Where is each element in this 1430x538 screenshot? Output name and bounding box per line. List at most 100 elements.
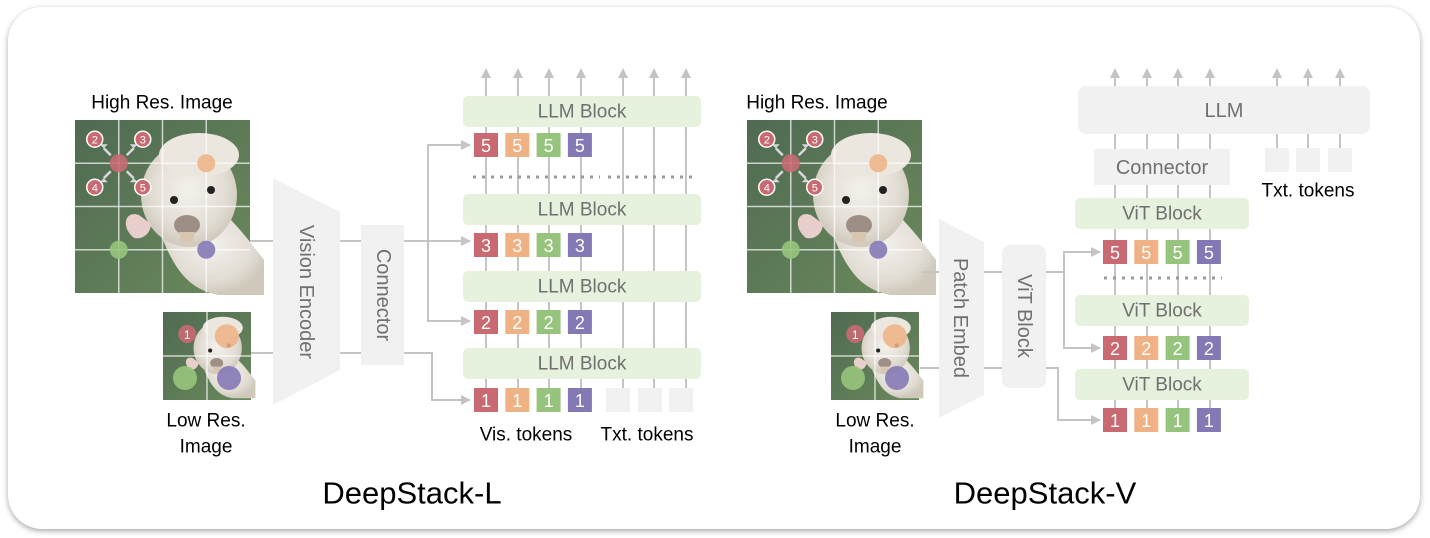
- vit-block-vertical: [1002, 245, 1046, 388]
- vis-token-green: [1165, 336, 1190, 360]
- llm-block-label: LLM Block: [538, 277, 627, 298]
- title-deepstack-v: DeepStack-V: [954, 476, 1137, 511]
- vis-token-green: [536, 233, 561, 257]
- vis-token-label: 1: [1173, 411, 1183, 431]
- patch-dot-orange: [869, 154, 888, 173]
- stride-badge-label: 5: [140, 182, 146, 194]
- vis-token-label: 3: [544, 236, 554, 256]
- vis-token-purple: [567, 233, 592, 257]
- vis-token-label: 5: [512, 136, 522, 156]
- vis-token-purple: [1196, 336, 1221, 360]
- llm-block-label: LLM Block: [538, 102, 627, 123]
- token-stream-line-head: [513, 68, 523, 78]
- llm-block: [463, 271, 701, 302]
- stride-badge: [806, 178, 824, 196]
- llm-label: LLM: [1205, 100, 1244, 122]
- stride-badge-label: 5: [812, 182, 818, 194]
- stride-arrow-head: [129, 144, 138, 149]
- vis-token-label: 5: [544, 136, 554, 156]
- vis-token-label: 5: [1204, 243, 1214, 263]
- vis-token-orange: [1134, 336, 1159, 360]
- llm-block: [463, 348, 701, 379]
- stride-badge-label: 2: [764, 134, 770, 146]
- stride-arrow-head: [801, 178, 810, 183]
- vis-token-orange: [1134, 408, 1159, 432]
- high-res-label: High Res. Image: [91, 93, 233, 114]
- patch-dot-purple: [197, 240, 216, 259]
- title-deepstack-l: DeepStack-L: [322, 476, 501, 511]
- token-stream-line-head: [1335, 68, 1345, 78]
- vis-token-purple: [567, 133, 592, 157]
- vis-token-orange: [505, 388, 530, 412]
- stride-badge: [806, 130, 824, 148]
- high-res-label: High Res. Image: [746, 93, 888, 114]
- patch-dot-orange: [197, 154, 216, 173]
- token-stream-line-head: [649, 68, 659, 78]
- vis-token-green: [536, 133, 561, 157]
- txt-tokens-label: Txt. tokens: [601, 425, 694, 446]
- llm-block-label: LLM Block: [538, 354, 627, 375]
- stride-arrow-head: [771, 178, 780, 183]
- stride-arrow: [102, 147, 112, 157]
- routing-arrow: [427, 241, 471, 326]
- stride-arrow: [102, 170, 112, 180]
- low-res-image-right: [831, 312, 924, 400]
- vis-tokens-label: Vis. tokens: [480, 425, 573, 446]
- vit-block-label: ViT Block: [1122, 301, 1202, 322]
- stride-arrow: [797, 147, 807, 157]
- vis-token-red: [1103, 336, 1127, 360]
- vit-block: [1075, 369, 1249, 400]
- patch-dot-red: [846, 325, 865, 343]
- low-res-label: Low Res.: [835, 411, 914, 432]
- patch-dot-purple: [869, 240, 888, 259]
- low-res-image-left: [163, 312, 256, 400]
- vis-token-label: 1: [481, 391, 491, 411]
- token-stream-line-head: [618, 68, 628, 78]
- stride-arrow-head: [99, 178, 108, 183]
- vis-token-orange: [1134, 240, 1159, 264]
- vit-block-vertical-label: ViT Block: [1013, 274, 1035, 359]
- token-stream-line-head: [1303, 68, 1313, 78]
- txt-tokens-label: Txt. tokens: [1262, 181, 1355, 202]
- patch-embed-block: [939, 219, 984, 418]
- vis-token-green: [536, 388, 561, 412]
- vis-token-label: 5: [481, 136, 491, 156]
- vis-token-label: 1: [575, 391, 585, 411]
- vis-token-green: [536, 310, 561, 334]
- connector-block-right: [1094, 149, 1230, 185]
- vis-token-purple: [1196, 240, 1221, 264]
- stride-badge: [134, 178, 152, 196]
- vis-token-orange: [505, 310, 530, 334]
- stride-badge-label: 4: [92, 182, 98, 194]
- patch-dot-purple: [885, 366, 909, 390]
- stride-arrow: [774, 170, 784, 180]
- vis-token-red: [474, 233, 498, 257]
- patch-dot-orange: [882, 324, 907, 349]
- llm-block-label: LLM Block: [538, 200, 627, 221]
- stride-badge-label: 4: [764, 182, 770, 194]
- patch-dot-green: [781, 240, 800, 259]
- vis-token-red: [1103, 240, 1127, 264]
- stride-arrow: [774, 147, 784, 157]
- token-stream-line-head: [544, 68, 554, 78]
- routing-arrow: [1046, 367, 1101, 425]
- vis-token-label: 2: [1204, 339, 1214, 359]
- vis-token-purple: [567, 388, 592, 412]
- token-stream-line-head: [576, 68, 586, 78]
- patch-dot-orange: [214, 324, 239, 349]
- stride-arrow-head: [99, 144, 108, 149]
- stride-badge: [758, 178, 776, 196]
- llm-block: [463, 194, 701, 225]
- vis-token-label: 1: [544, 391, 554, 411]
- vis-token-label: 2: [1110, 339, 1120, 359]
- token-stream-line-head: [681, 68, 691, 78]
- vis-token-purple: [1196, 408, 1221, 432]
- stride-arrow: [125, 170, 135, 180]
- patch-dot-green: [173, 366, 197, 390]
- vis-token-label: 5: [1173, 243, 1183, 263]
- vis-token-label: 2: [481, 313, 491, 333]
- token-stream-line-head: [1110, 68, 1120, 78]
